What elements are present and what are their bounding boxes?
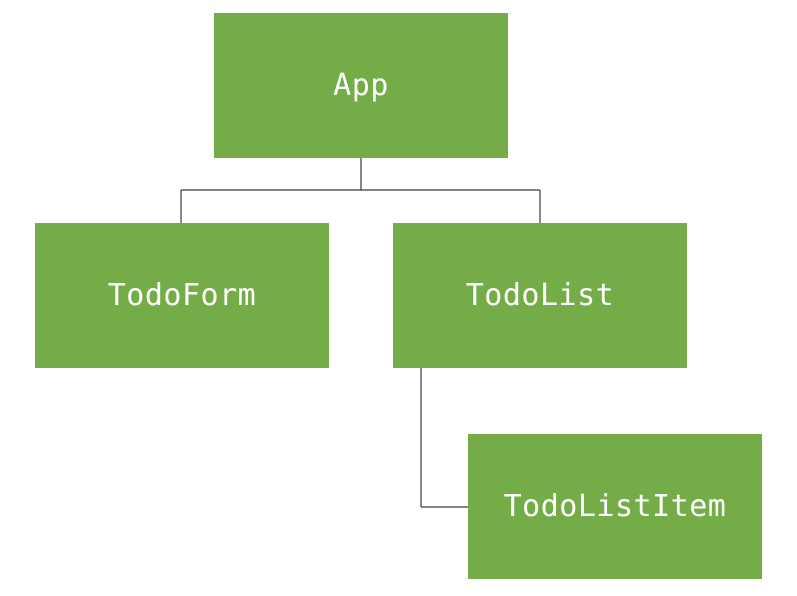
node-todolist: TodoList bbox=[393, 223, 687, 368]
node-app-label: App bbox=[333, 68, 389, 103]
node-app: App bbox=[214, 13, 508, 158]
node-todolistitem: TodoListItem bbox=[468, 434, 762, 579]
node-todolist-label: TodoList bbox=[465, 278, 615, 313]
node-todolistitem-label: TodoListItem bbox=[503, 489, 727, 524]
node-todoform: TodoForm bbox=[35, 223, 329, 368]
node-todoform-label: TodoForm bbox=[107, 278, 257, 313]
